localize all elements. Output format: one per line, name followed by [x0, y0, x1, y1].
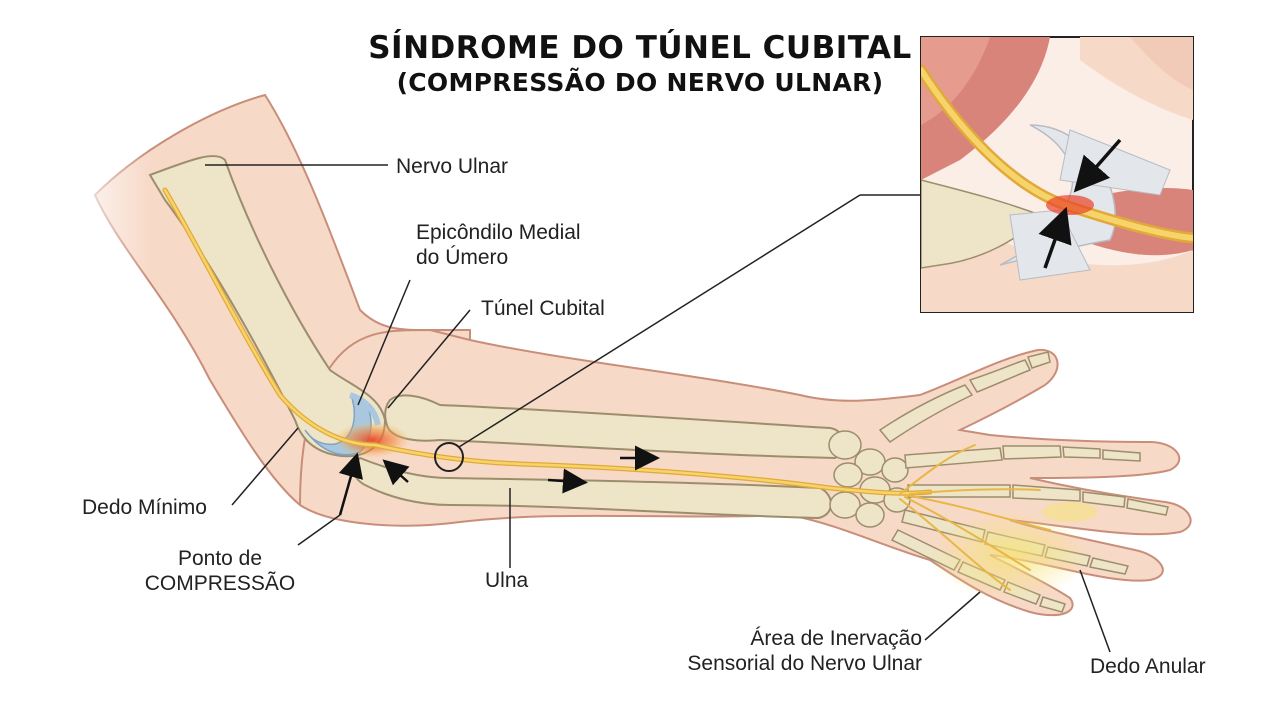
ulna-bone — [352, 456, 832, 520]
carpal-bones — [828, 430, 911, 528]
label-epicondilo: Epicôndilo Medial do Úmero — [416, 220, 581, 270]
label-area-line1: Área de Inervação — [750, 627, 922, 650]
title-main: SÍNDROME DO TÚNEL CUBITAL — [368, 30, 912, 66]
diagram-title: SÍNDROME DO TÚNEL CUBITAL (COMPRESSÃO DO… — [330, 30, 950, 97]
label-ulna: Ulna — [485, 569, 529, 592]
inset-zoom — [920, 36, 1194, 313]
nerve-arrows — [338, 445, 660, 516]
label-ponto-line1: Ponto de — [177, 547, 263, 570]
leader-lines — [205, 164, 1111, 653]
label-tunel-cubital: Túnel Cubital — [481, 297, 605, 320]
zoom-circle — [434, 442, 464, 472]
label-epicondilo-line1: Epicôndilo Medial — [416, 221, 581, 244]
label-epicondilo-line2: do Úmero — [416, 246, 509, 269]
label-ponto-compressao: Ponto de COMPRESSÃO — [130, 546, 310, 596]
label-area-inervacao: Área de Inervação Sensorial do Nervo Uln… — [640, 626, 922, 676]
title-sub: (COMPRESSÃO DO NERVO ULNAR) — [396, 68, 884, 97]
label-nervo-ulnar: Nervo Ulnar — [396, 155, 509, 178]
nerve-branches — [899, 444, 1051, 591]
label-ponto-line2: COMPRESSÃO — [144, 572, 296, 595]
label-area-line2: Sensorial do Nervo Ulnar — [687, 652, 922, 675]
label-dedo-minimo: Dedo Mínimo — [82, 496, 207, 519]
label-dedo-anular: Dedo Anular — [1090, 655, 1206, 678]
